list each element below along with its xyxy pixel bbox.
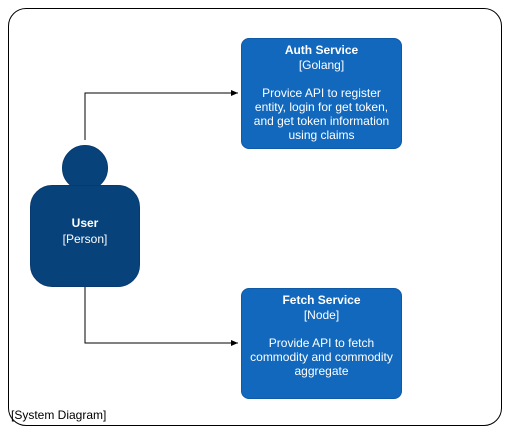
person-user[interactable]: User [Person] — [30, 185, 140, 287]
fetch-service-title: Fetch Service — [282, 293, 361, 307]
fetch-service-node[interactable]: Fetch Service [Node] Provide API to fetc… — [241, 288, 402, 399]
edge-user-to-fetch-service — [84, 287, 238, 346]
boundary-label: [System Diagram] — [11, 408, 107, 422]
fetch-service-tech: [Node] — [303, 308, 340, 322]
person-type: [Person] — [62, 232, 108, 246]
person-name: User — [71, 216, 99, 230]
auth-service-description: Provice API to register entity, login fo… — [253, 86, 390, 142]
auth-service-tech: [Golang] — [298, 58, 345, 72]
edge-user-to-auth-service — [84, 90, 238, 140]
auth-service-node[interactable]: Auth Service [Golang] Provice API to reg… — [241, 38, 402, 149]
auth-service-title: Auth Service — [284, 43, 359, 57]
fetch-service-description: Provide API to fetch commodity and commo… — [250, 336, 393, 378]
